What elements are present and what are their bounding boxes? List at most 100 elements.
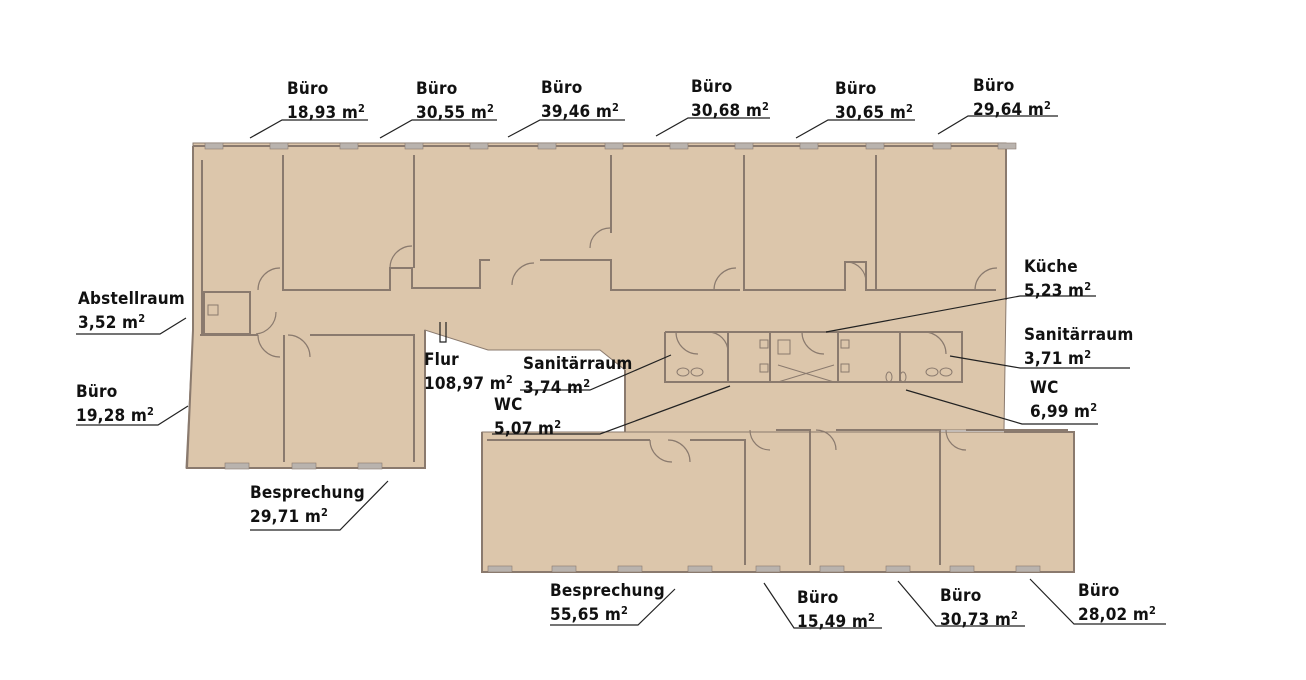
room-name: Büro (416, 79, 458, 99)
sink-icon (690, 367, 704, 377)
room-area: 3,74 m2 (523, 377, 591, 398)
room-area: 3,52 m2 (78, 312, 146, 333)
sink-icon (925, 367, 939, 377)
room-name: Küche (1024, 257, 1078, 277)
room-name: Sanitärraum (1024, 325, 1134, 345)
windows (204, 142, 1041, 573)
unit-exponent: 2 (762, 100, 770, 113)
outer-wall-lower (481, 431, 1075, 573)
room-name: Besprechung (550, 581, 665, 601)
room-name: Flur (424, 350, 459, 370)
window (1015, 565, 1041, 573)
leader-line (763, 582, 882, 629)
floor-upper-wing (185, 142, 1007, 469)
room-area: 6,99 m2 (1030, 401, 1098, 422)
room-label-buero-2: Büro 30,55 m2 (416, 80, 494, 123)
leader-line (825, 295, 1096, 333)
room-name: Büro (973, 76, 1015, 96)
stair-icon (207, 304, 219, 316)
room-area: 30,55 m2 (416, 102, 495, 123)
room-name: Abstellraum (78, 289, 185, 309)
window (604, 142, 624, 150)
window (865, 142, 885, 150)
leader-line (76, 405, 189, 426)
shaft-cross (777, 364, 835, 383)
label-leader-lines (76, 115, 1166, 629)
leader-line (76, 317, 187, 335)
room-area: 3,71 m2 (1024, 348, 1092, 369)
door-arc (389, 245, 413, 269)
room-area: 108,97 m2 (424, 373, 513, 394)
walls (185, 145, 1075, 573)
room-name: WC (494, 395, 523, 415)
unit-exponent: 2 (1084, 348, 1092, 361)
door-arc (257, 267, 281, 291)
window (949, 565, 975, 573)
toilet-icon (840, 339, 850, 349)
floor-area (185, 142, 1075, 573)
room-name: Besprechung (250, 483, 365, 503)
unit-exponent: 2 (1090, 401, 1098, 414)
sink-icon (939, 367, 953, 377)
leader-line (507, 119, 625, 138)
door-swings (255, 227, 998, 463)
unit-exponent: 2 (554, 418, 562, 431)
toilet-icon (840, 363, 850, 373)
room-label-flur: Flur 108,97 m2 (424, 351, 513, 394)
window (224, 462, 250, 470)
leader-line (439, 322, 447, 343)
sink-icon (885, 371, 893, 383)
unit-exponent: 2 (583, 377, 591, 390)
toilet-icon (759, 363, 769, 373)
window (404, 142, 424, 150)
room-area: 5,23 m2 (1024, 280, 1092, 301)
unit-exponent: 2 (868, 611, 876, 624)
door-arc (974, 267, 998, 291)
window (291, 462, 317, 470)
toilet-icon (759, 339, 769, 349)
window (734, 142, 754, 150)
room-label-besprechung-2: Besprechung 55,65 m2 (550, 582, 665, 625)
window (687, 565, 713, 573)
window (469, 142, 489, 150)
partition (310, 334, 415, 462)
leader-line (655, 117, 770, 137)
room-name: Büro (691, 77, 733, 97)
window (885, 565, 911, 573)
unit-exponent: 2 (1149, 604, 1157, 617)
unit-exponent: 2 (906, 102, 914, 115)
window (819, 565, 845, 573)
room-area: 19,28 m2 (76, 405, 155, 426)
room-name: Sanitärraum (523, 354, 633, 374)
leader-line (379, 119, 497, 139)
room-area: 55,65 m2 (550, 604, 629, 625)
door-arc (511, 262, 535, 286)
room-area: 30,65 m2 (835, 102, 914, 123)
sanitary-fixtures (207, 304, 953, 383)
sink-icon (899, 371, 907, 383)
window (204, 142, 224, 150)
door-arc (667, 439, 691, 463)
window (339, 142, 359, 150)
leader-line (520, 354, 672, 391)
door-arc (847, 261, 867, 283)
unit-exponent: 2 (621, 604, 629, 617)
leader-line (897, 580, 1025, 627)
outer-wall-left (185, 146, 426, 469)
leader-line (795, 119, 915, 139)
sanitary-block (664, 331, 963, 383)
door-arc (707, 331, 729, 353)
unit-exponent: 2 (138, 312, 146, 325)
partition (743, 155, 996, 291)
room-label-sanitaer-1: Sanitärraum 3,74 m2 (523, 355, 633, 398)
